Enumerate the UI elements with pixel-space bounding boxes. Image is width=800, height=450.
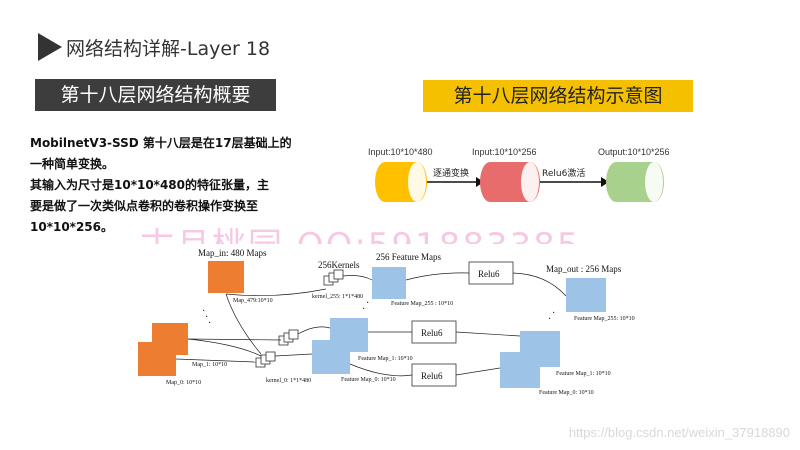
relu-mid-label: Relu6 xyxy=(421,328,443,338)
input-label: Input:10*10*480 xyxy=(368,147,433,157)
out-0-label: Feature Map_0: 10*10 xyxy=(539,390,594,396)
layer-diagram: Map_in: 480 Maps Map_479:10*10 · · · Map… xyxy=(138,248,635,396)
map-479-box xyxy=(208,261,244,293)
fm-255-box xyxy=(372,267,406,299)
mid-label: Input:10*10*256 xyxy=(472,147,537,157)
dots-top: · xyxy=(202,306,205,317)
out-255-box xyxy=(566,278,606,312)
schematic-banner: 第十八层网络结构示意图 xyxy=(423,80,693,112)
svg-text:·: · xyxy=(366,298,369,309)
kernel-1-cubes xyxy=(278,329,299,346)
output-label: Output:10*10*256 xyxy=(598,147,670,157)
arrow-1-label: 逐通变换 xyxy=(433,167,469,179)
kernels-title: 256Kernels xyxy=(318,260,360,270)
svg-text:·: · xyxy=(205,312,208,323)
fm-0-label: Feature Map_0: 10*10 xyxy=(341,377,396,383)
fm-255-label: Feature Map_255 : 10*10 xyxy=(391,301,453,307)
map-0-label: Map_0: 10*10 xyxy=(166,380,201,386)
out-0-box xyxy=(500,352,540,388)
header-marker-icon xyxy=(38,33,62,61)
kernel-0-cubes xyxy=(255,351,276,368)
map-in-title: Map_in: 480 Maps xyxy=(198,248,267,258)
fmaps-title: 256 Feature Maps xyxy=(376,252,441,262)
relu-top-label: Relu6 xyxy=(478,269,500,279)
mid-tensor-cylinder xyxy=(480,162,540,202)
map-479-label: Map_479:10*10 xyxy=(233,298,273,304)
page-title: 网络结构详解-Layer 18 xyxy=(66,38,271,60)
desc-line-5: 10*10*256。 xyxy=(30,220,113,234)
out-255-label: Feature Map_255: 10*10 xyxy=(574,316,635,322)
svg-text:·: · xyxy=(362,304,365,315)
svg-text:·: · xyxy=(552,308,555,319)
schematic-flow: Input:10*10*480 Input:10*10*256 Output:1… xyxy=(368,147,670,202)
desc-line-1: MobilnetV3-SSD 第十八层是在17层基础上的 xyxy=(30,136,292,150)
output-tensor-cylinder xyxy=(606,162,664,202)
kernel-255-cubes xyxy=(323,269,344,286)
overview-description: MobilnetV3-SSD 第十八层是在17层基础上的 一种简单变换。 其输入… xyxy=(30,133,292,238)
svg-text:·: · xyxy=(548,314,551,325)
desc-line-3: 其输入为尺寸是10*10*480的特征张量，主 xyxy=(30,178,269,192)
desc-line-2: 一种简单变换。 xyxy=(30,157,115,171)
kernel-0-label: kernel_0: 1*1*480 xyxy=(266,378,311,384)
desc-line-4: 要是做了一次类似点卷积的卷积操作变换至 xyxy=(30,199,259,213)
out-1-label: Feature Map_1: 10*10 xyxy=(556,371,611,377)
input-tensor-cylinder xyxy=(375,162,427,202)
svg-text:·: · xyxy=(208,318,211,329)
fm-1-label: Feature Map_1: 10*10 xyxy=(358,356,413,362)
overview-banner: 第十八层网络结构概要 xyxy=(35,79,276,111)
fm-0-box xyxy=(312,340,350,374)
map-out-title: Map_out : 256 Maps xyxy=(546,264,622,274)
map-0-box xyxy=(138,342,176,376)
relu-bot-label: Relu6 xyxy=(421,371,443,381)
arrow-2-label: Relu6激活 xyxy=(542,167,585,179)
footer-url: https://blog.csdn.net/weixin_37918890 xyxy=(568,425,790,440)
kernel-255-label: kernel_255: 1*1*480 xyxy=(312,294,363,300)
map-1-label: Map_1: 10*10 xyxy=(192,362,227,368)
